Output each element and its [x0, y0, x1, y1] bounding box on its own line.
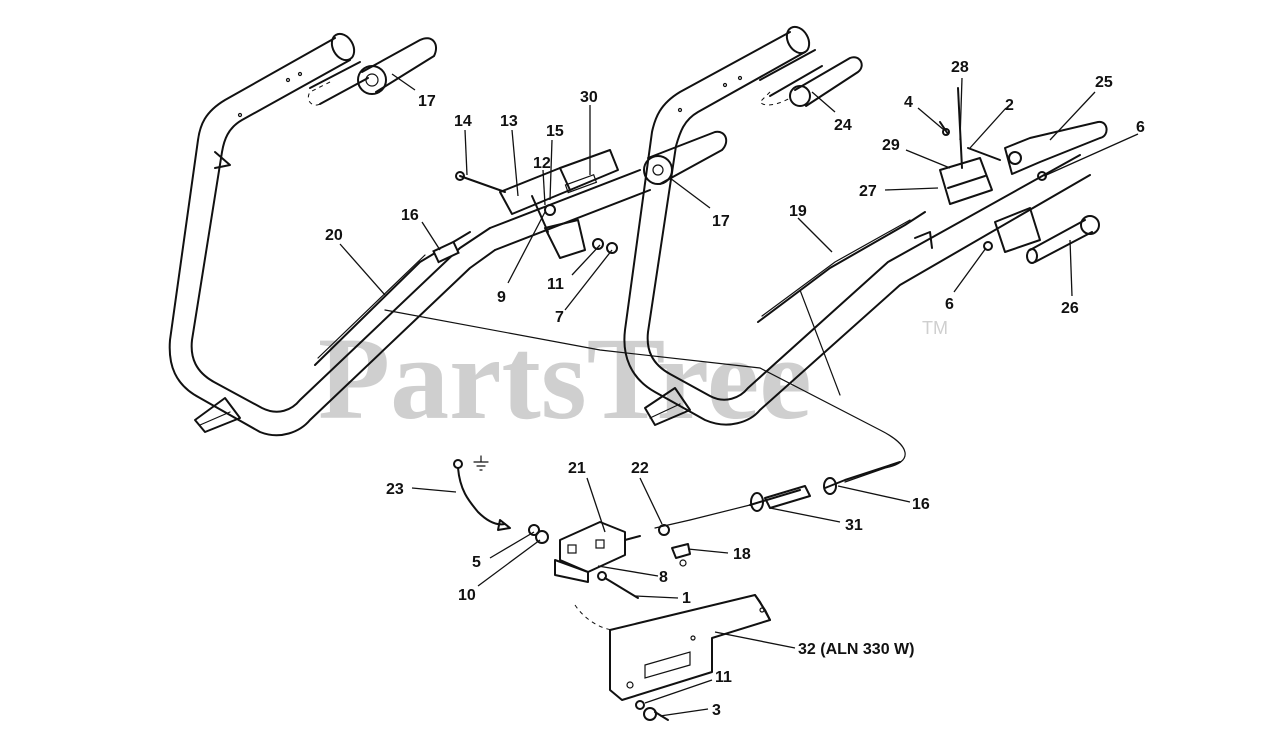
leader-lines [339, 73, 1139, 717]
callout-1: 1 [682, 590, 691, 607]
callout-6a: 6 [1136, 119, 1145, 136]
callout-32: 32 (ALN 330 W) [798, 641, 914, 658]
callout-4: 4 [904, 94, 913, 111]
callout-17b: 17 [712, 213, 730, 230]
callout-11a: 11 [547, 276, 564, 293]
callout-21: 21 [568, 460, 586, 477]
callout-14: 14 [454, 113, 472, 130]
callout-19: 19 [789, 203, 807, 220]
callout-24: 24 [834, 117, 852, 134]
callout-9: 9 [497, 289, 506, 306]
callout-25: 25 [1095, 74, 1113, 91]
cable-route-line [384, 309, 906, 483]
left-handle-frame [168, 32, 728, 437]
callout-18: 18 [733, 546, 751, 563]
callout-16b: 16 [912, 496, 930, 513]
callout-6b: 6 [945, 296, 954, 313]
callout-10: 10 [458, 587, 476, 604]
callout-labels: 17 14 13 15 30 12 16 20 9 11 7 17 24 4 2… [325, 59, 1145, 719]
cable-route-line-2 [799, 289, 841, 396]
callout-23: 23 [386, 481, 404, 498]
callout-17a: 17 [418, 93, 436, 110]
callout-5: 5 [472, 554, 481, 571]
callout-15: 15 [546, 123, 564, 140]
callout-26: 26 [1061, 300, 1079, 317]
watermark: PartsTree TM [318, 313, 948, 444]
callout-7: 7 [555, 309, 564, 326]
watermark-text: PartsTree [318, 313, 812, 444]
callout-28: 28 [951, 59, 969, 76]
callout-22: 22 [631, 460, 649, 477]
callout-31: 31 [845, 517, 863, 534]
callout-3: 3 [712, 702, 721, 719]
callout-20: 20 [325, 227, 343, 244]
watermark-trademark: TM [922, 318, 948, 338]
callout-8: 8 [659, 569, 668, 586]
right-handle-frame [623, 25, 1108, 426]
callout-12: 12 [533, 155, 551, 172]
callout-13: 13 [500, 113, 518, 130]
lower-switch-assembly [453, 455, 901, 721]
callout-2: 2 [1005, 97, 1014, 114]
callout-11b: 11 [715, 669, 732, 686]
callout-27: 27 [859, 183, 877, 200]
callout-29: 29 [882, 137, 900, 154]
callout-16a: 16 [401, 207, 419, 224]
callout-30: 30 [580, 89, 598, 106]
